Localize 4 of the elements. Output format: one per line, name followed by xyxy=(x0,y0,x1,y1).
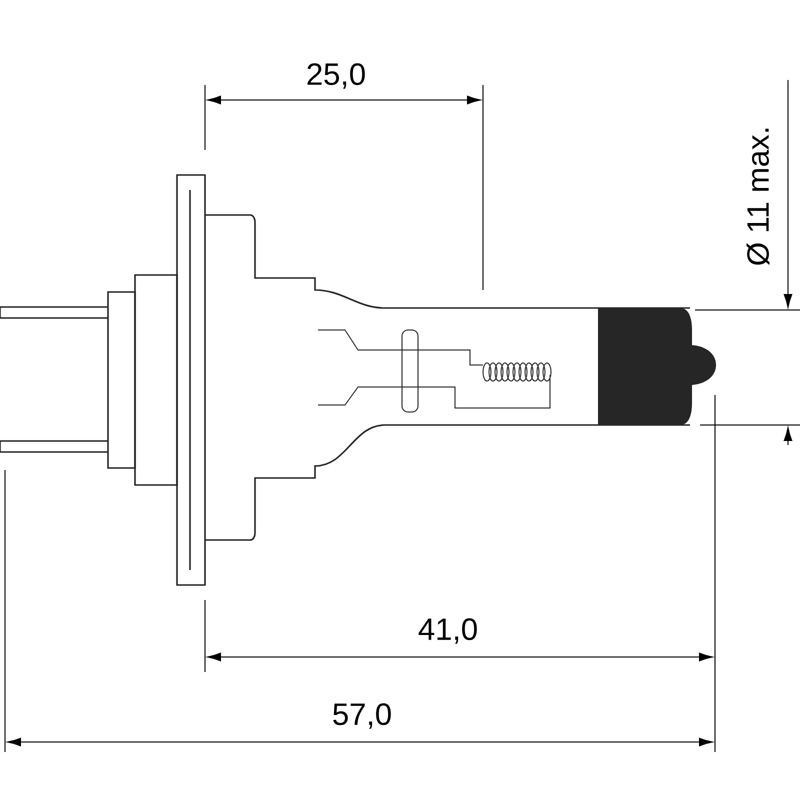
dimension-label: Ø 11 max. xyxy=(746,128,770,265)
dimension-label: 57,0 xyxy=(333,703,391,729)
dimension-label: 25,0 xyxy=(308,63,365,89)
dimension-label: 41,0 xyxy=(418,618,477,644)
